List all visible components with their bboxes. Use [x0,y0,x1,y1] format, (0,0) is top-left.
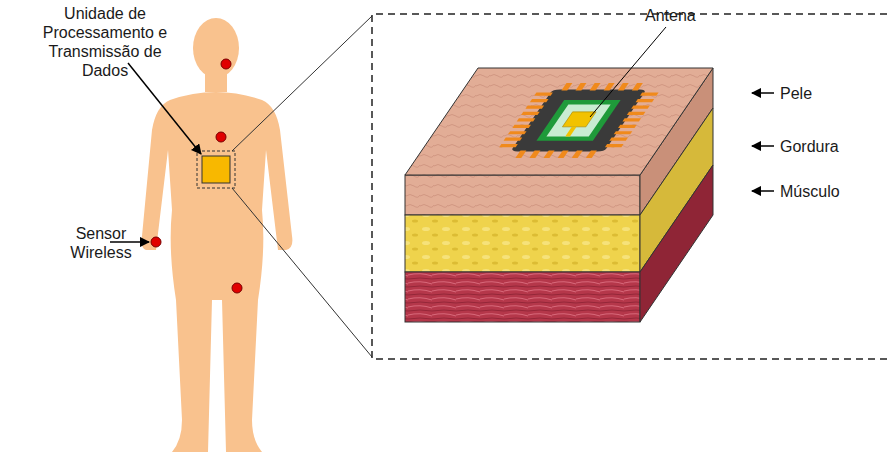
leader-arrow [752,145,774,147]
zoom-line [232,188,372,357]
layer-label: Músculo [780,182,870,201]
part-label: Antena [645,6,715,25]
sensor-dot [151,59,242,293]
tissue-block [405,68,713,322]
callout-label: Sensor Wireless [68,224,134,262]
layer-label: Pele [780,84,860,103]
zoom-box [197,151,235,188]
processing-unit [202,156,230,183]
body-silhouette [142,18,293,452]
leader-arrow [752,190,774,192]
layer-label: Gordura [780,137,870,156]
leader-arrow [752,92,774,94]
leader-arrow [128,63,201,154]
leader-line [590,27,666,117]
zoom-panel [372,14,887,359]
callout-label: Unidade de Processamento e Transmissão d… [30,4,180,80]
zoom-line [232,16,372,151]
antenna-chip [492,83,665,158]
